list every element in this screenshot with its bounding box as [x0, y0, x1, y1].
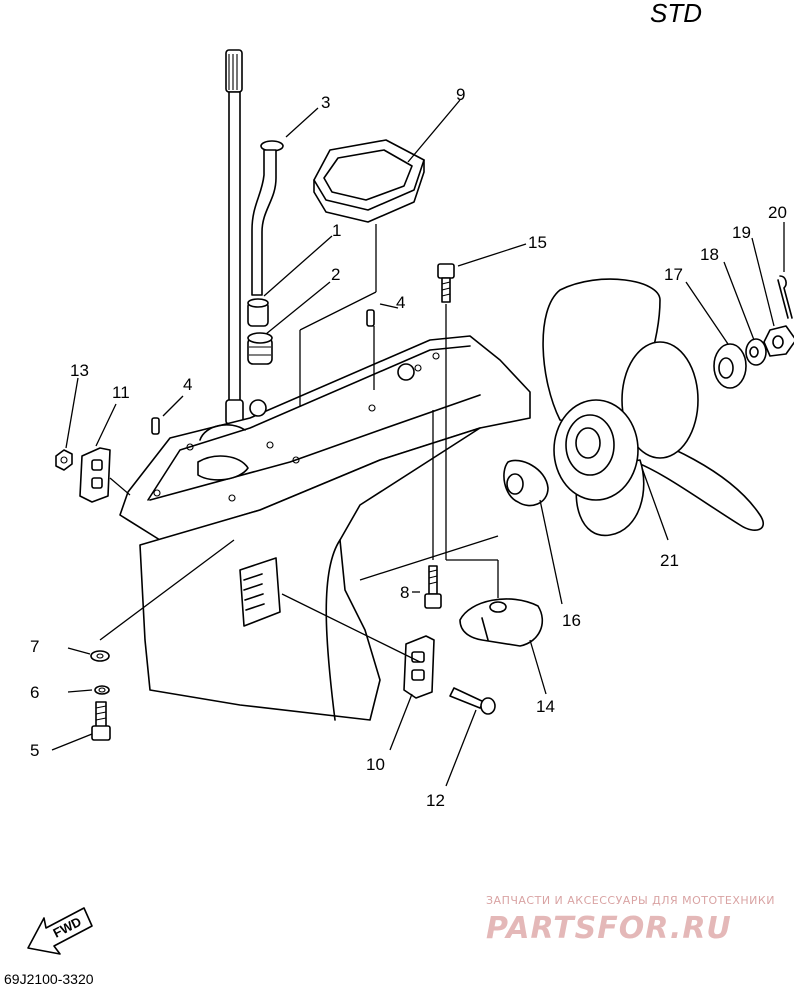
propeller [542, 278, 764, 537]
leader-lines [51, 99, 785, 787]
anode-right [403, 635, 435, 699]
propeller-washer [745, 338, 767, 366]
callout-15: 15 [528, 233, 547, 252]
dowel-pin-left [151, 417, 160, 435]
callout-4-right: 4 [396, 293, 405, 312]
callout-4-left: 4 [183, 375, 192, 394]
trim-tab-anode [459, 598, 544, 647]
propeller-nut [763, 325, 794, 357]
rubber-seal [247, 298, 269, 327]
dowel-pin-right [366, 309, 375, 327]
anode-left [79, 447, 111, 503]
drive-shaft [225, 49, 244, 425]
water-tube [251, 140, 284, 296]
callout-16: 16 [562, 611, 581, 630]
callout-6: 6 [30, 683, 39, 702]
washer-flat [90, 650, 110, 662]
water-inlet-grille [239, 557, 281, 627]
washer-spring [94, 685, 110, 695]
cotter-pin [777, 275, 793, 319]
callout-12: 12 [426, 791, 445, 810]
casing-bolt-long [437, 263, 455, 303]
callout-18: 18 [700, 245, 719, 264]
callout-19: 19 [732, 223, 751, 242]
watermark-brand: PARTSFOR.RU [486, 911, 732, 946]
callout-2: 2 [331, 265, 340, 284]
callout-7: 7 [30, 637, 39, 656]
casing-bolt-short [424, 565, 442, 609]
callout-5: 5 [30, 741, 39, 760]
callout-21: 21 [660, 551, 679, 570]
callout-10: 10 [366, 755, 385, 774]
fwd-direction-arrow: FWD [27, 907, 93, 955]
water-tube-grommet [247, 332, 273, 365]
anode-bolt [449, 687, 496, 715]
lower-case-gasket [313, 139, 425, 223]
hex-nut [55, 449, 73, 471]
callout-3: 3 [321, 93, 330, 112]
watermark: ЗАПЧАСТИ И АКСЕССУАРЫ ДЛЯ МОТОТЕХНИКИ PA… [486, 894, 775, 946]
callout-14: 14 [536, 697, 555, 716]
lower-casing [119, 335, 531, 721]
callout-17: 17 [664, 265, 683, 284]
callout-20: 20 [768, 203, 787, 222]
watermark-tagline: ЗАПЧАСТИ И АКСЕССУАРЫ ДЛЯ МОТОТЕХНИКИ [486, 894, 775, 907]
propeller-spacer [503, 459, 549, 507]
splined-spacer [713, 343, 747, 389]
variant-label: STD [650, 0, 702, 28]
callout-11: 11 [112, 383, 130, 402]
casing-bolt-front [91, 701, 111, 741]
callout-13: 13 [70, 361, 89, 380]
diagram-code: 69J2100-3320 [4, 971, 94, 987]
callout-9: 9 [456, 85, 465, 104]
callout-1: 1 [332, 221, 341, 240]
callout-8: 8 [400, 583, 409, 602]
